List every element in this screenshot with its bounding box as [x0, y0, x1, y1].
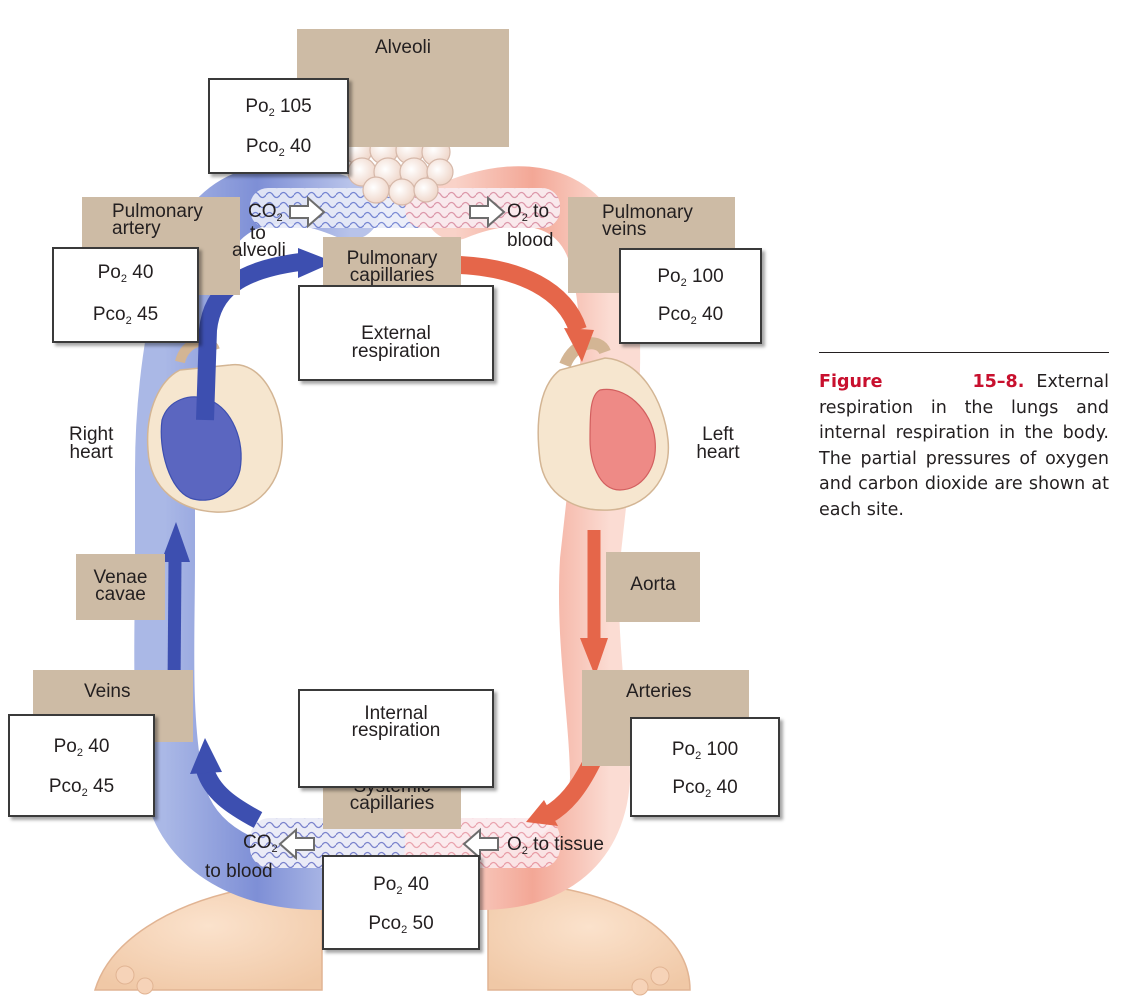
pressure-box-veins: Po2 40 Pco2 45	[8, 714, 155, 817]
caption-text: External respiration in the lungs and in…	[819, 372, 1109, 520]
po2-systemic-capillaries: Po2 40	[373, 874, 429, 897]
pressure-box-alveoli: Po2 105 Pco2 40	[208, 78, 349, 174]
label-pulmonary-capillaries-line2: capillaries	[349, 265, 435, 286]
label-left-heart-line1: Left	[702, 424, 734, 445]
external-respiration-line2: respiration	[351, 341, 441, 362]
label-pulmonary-capillaries-line1: Pulmonary	[346, 248, 438, 269]
right-heart-illustration	[146, 336, 283, 513]
internal-respiration-box: Internal respiration	[298, 689, 494, 788]
pco2-pulmonary-veins: Pco2 40	[657, 304, 724, 327]
pco2-arteries: Pco2 40	[672, 777, 738, 800]
pco2-systemic-capillaries: Pco2 50	[368, 913, 434, 936]
external-respiration-line1: External	[361, 323, 431, 344]
label-venae-cavae: Venae cavae	[76, 554, 165, 620]
pco2-pulmonary-artery: Pco2 45	[92, 304, 159, 327]
label-o2-to-blood: O2 to blood	[507, 201, 554, 251]
pressure-box-pulmonary-veins: Po2 100 Pco2 40	[619, 248, 762, 344]
pco2-veins: Pco2 45	[48, 776, 115, 799]
pressure-box-pulmonary-artery: Po2 40 Pco2 45	[52, 247, 199, 343]
label-pulmonary-artery-line1: Pulmonary	[112, 201, 203, 222]
label-aorta: Aorta	[606, 552, 700, 622]
blood-flow-arrows	[161, 248, 608, 828]
left-heart-illustration	[537, 337, 670, 511]
label-venae-cavae-line1: Venae	[93, 567, 148, 588]
pressure-box-arteries: Po2 100 Pco2 40	[630, 717, 780, 817]
label-veins-text: Veins	[84, 681, 131, 702]
o2-to-tissue-arrow	[462, 827, 499, 861]
label-pulmonary-veins-line2: veins	[602, 219, 647, 240]
label-co2-to-blood: CO2 to blood	[205, 832, 278, 882]
o2-to-blood-arrow	[469, 195, 506, 229]
po2-pulmonary-artery: Po2 40	[97, 262, 154, 285]
figure-number: Figure 15–8.	[819, 372, 1025, 392]
po2-alveoli: Po2 105	[245, 96, 312, 119]
label-right-heart-line1: Right	[69, 424, 114, 445]
caption-rule	[819, 352, 1109, 353]
figure-caption: Figure 15–8.External respiration in the …	[819, 370, 1109, 524]
label-aorta-text: Aorta	[630, 574, 676, 595]
gas-exchange-arrows	[278, 195, 506, 861]
label-alveoli-text: Alveoli	[375, 37, 431, 58]
label-left-heart: Left heart	[694, 424, 742, 463]
label-left-heart-line2: heart	[696, 442, 740, 463]
label-systemic-capillaries-line2: capillaries	[349, 793, 435, 814]
external-respiration-box: External respiration	[298, 285, 494, 381]
label-co2-to-alveoli: CO2 to alveoli	[232, 201, 286, 261]
internal-respiration-line1: Internal	[364, 703, 428, 724]
label-pulmonary-artery-line2: artery	[112, 218, 161, 239]
feet-illustration	[93, 882, 691, 996]
co2-to-blood-arrow	[278, 827, 315, 861]
po2-pulmonary-veins: Po2 100	[657, 266, 724, 289]
pco2-alveoli: Pco2 40	[245, 136, 312, 159]
internal-respiration-line2: respiration	[351, 720, 441, 741]
label-pulmonary-veins-line1: Pulmonary	[602, 202, 693, 223]
label-o2-to-tissue: O2 to tissue	[507, 834, 604, 857]
label-right-heart: Right heart	[69, 424, 114, 463]
po2-veins: Po2 40	[53, 736, 110, 759]
co2-to-alveoli-arrow	[289, 195, 326, 229]
pressure-box-systemic-capillaries: Po2 40 Pco2 50	[322, 855, 480, 950]
label-right-heart-line2: heart	[69, 442, 113, 463]
label-venae-cavae-line2: cavae	[95, 584, 146, 605]
po2-arteries: Po2 100	[671, 739, 739, 762]
label-arteries-text: Arteries	[626, 681, 692, 702]
